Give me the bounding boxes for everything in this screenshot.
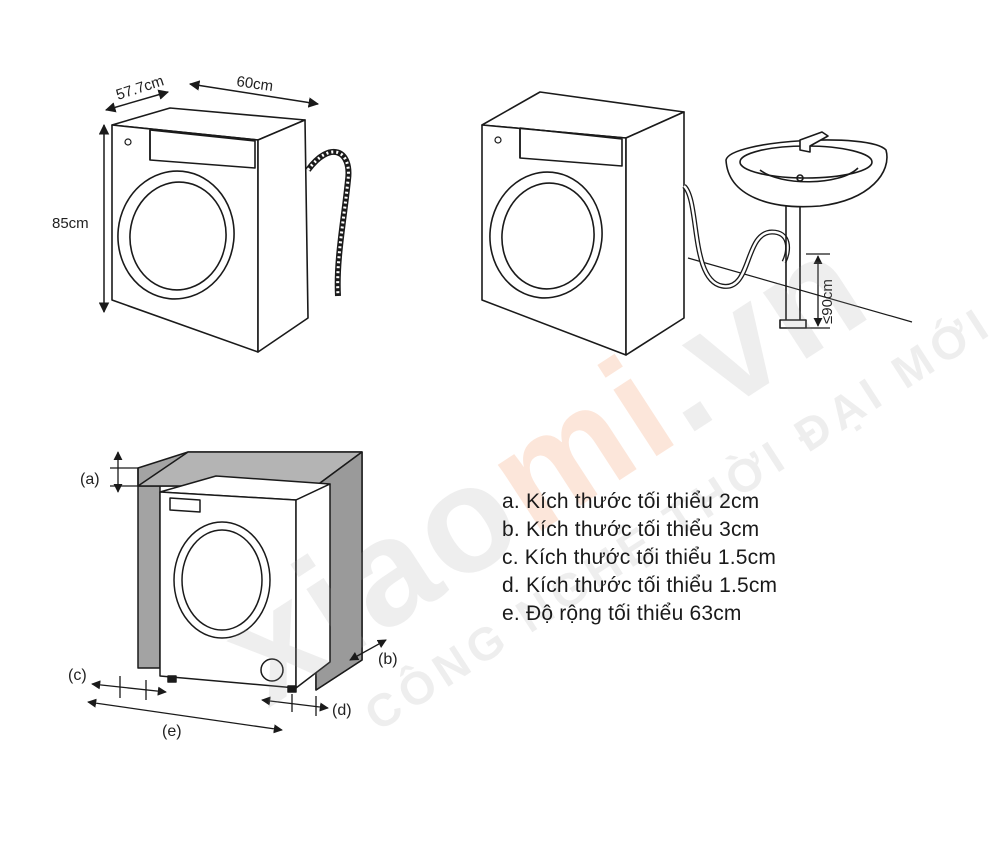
depth-label: 57.7cm — [114, 72, 166, 103]
clearance-figure — [137, 451, 363, 693]
d-gap-arrow — [261, 696, 329, 712]
washer-dimensions-figure — [111, 107, 352, 353]
drain-height-label: ≤90cm — [819, 279, 836, 324]
requirement-a: a. Kích thước tối thiểu 2cm — [502, 490, 760, 513]
requirements-list: a. Kích thước tối thiểu 2cm b. Kích thướ… — [502, 488, 777, 628]
requirement-c: c. Kích thước tối thiểu 1.5cm — [502, 546, 777, 569]
clearance-label-a: (a) — [80, 471, 100, 488]
clearance-label-b: (b) — [378, 651, 398, 668]
width-arrow — [188, 80, 320, 108]
clearance-arrows — [87, 451, 387, 734]
dimension-arrows — [98, 80, 320, 314]
clearance-label-c: (c) — [68, 667, 87, 684]
clearance-label-e: (e) — [162, 723, 182, 740]
washer-sink-figure — [481, 91, 913, 356]
requirement-d: d. Kích thước tối thiểu 1.5cm — [502, 574, 778, 597]
requirement-b: b. Kích thước tối thiểu 3cm — [502, 518, 760, 541]
c-gap-arrow — [91, 680, 167, 696]
depth-arrow — [104, 89, 170, 113]
requirement-e: e. Độ rộng tối thiểu 63cm — [502, 602, 742, 625]
height-label: 85cm — [52, 215, 89, 232]
width-label: 60cm — [235, 73, 274, 95]
e-width-arrow — [87, 698, 283, 734]
clearance-label-d: (d) — [332, 702, 352, 719]
drain-height-arrow — [806, 253, 830, 329]
b-gap-arrow — [349, 639, 387, 661]
